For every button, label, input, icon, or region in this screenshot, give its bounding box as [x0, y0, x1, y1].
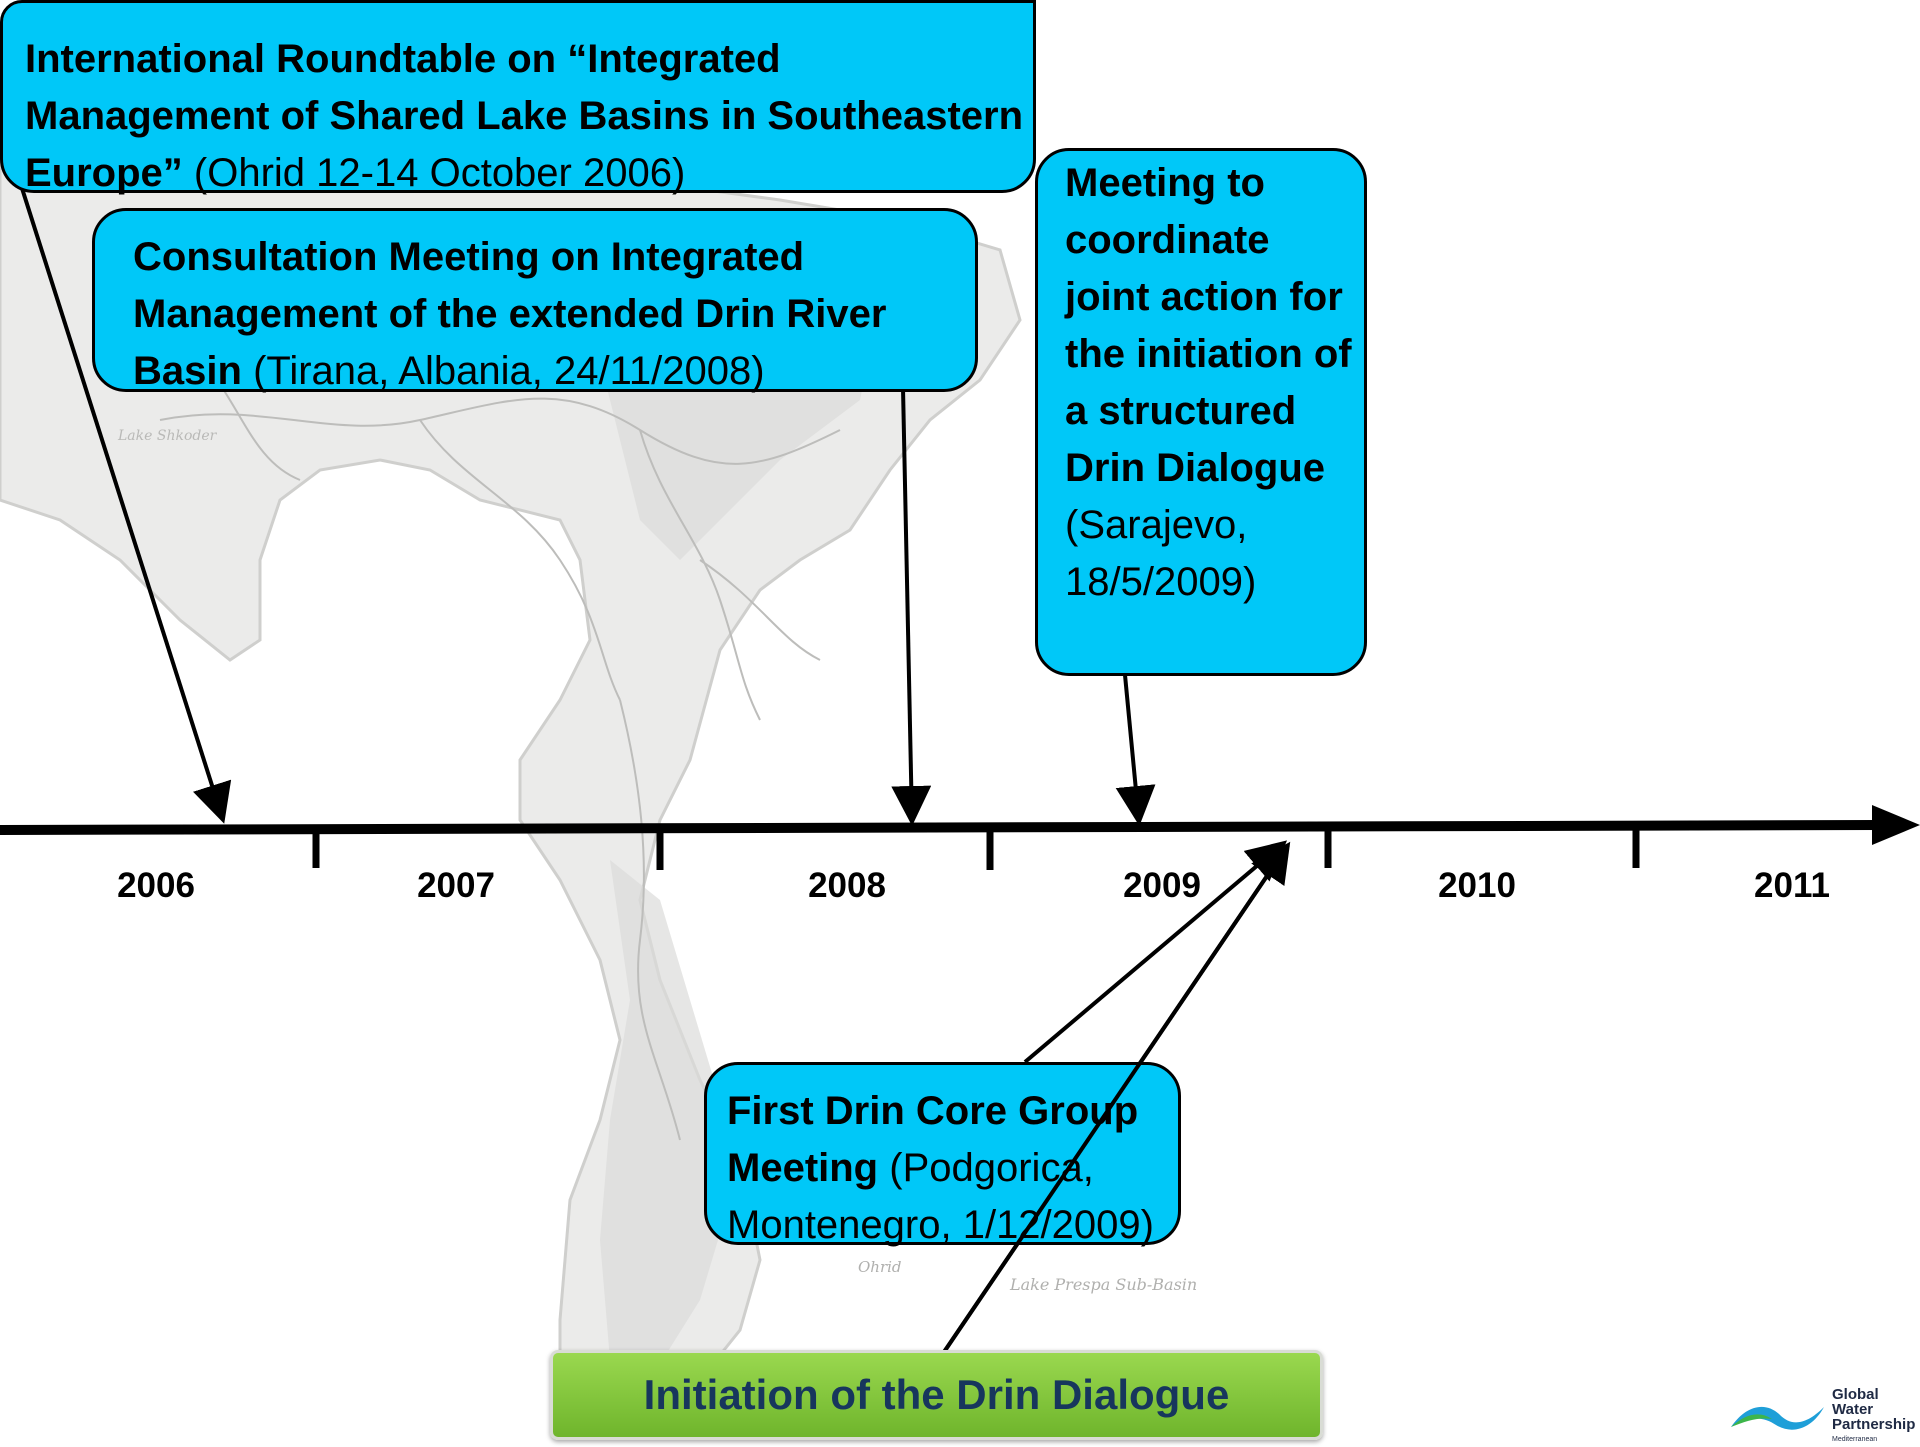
callout-title: Meeting to coordinate joint action for t… [1065, 161, 1352, 490]
map-label-lake-shkoder: Lake Shkoder [117, 428, 218, 444]
logo-line-1: Global Water [1832, 1386, 1879, 1418]
arrow-roundtable-2006 [18, 181, 232, 824]
year-label-2008: 2008 [808, 866, 886, 905]
map-label-ohrid: Ohrid [858, 1258, 902, 1276]
callout-ohrid-roundtable: International Roundtable on “Integrated … [0, 0, 1036, 195]
timeline-arrowhead [1872, 805, 1920, 845]
gwp-wave-logo-icon [1731, 1406, 1824, 1430]
callout-title: Consultation Meeting on Integrated Manag… [133, 235, 887, 393]
callout-tirana-consultation: Consultation Meeting on Integrated Manag… [92, 208, 978, 393]
gwp-logo: Global Water Partnership Mediterranean [1728, 1385, 1920, 1443]
initiation-text: Initiation of the Drin Dialogue [643, 1371, 1230, 1418]
callout-details: (Tirana, Albania, 24/11/2008) [253, 349, 765, 393]
gwp-logo-text: Global Water Partnership Mediterranean [1832, 1387, 1920, 1447]
year-label-2011: 2011 [1754, 866, 1830, 905]
initiation-drin-dialogue-label: Initiation of the Drin Dialogue [550, 1350, 1323, 1440]
map-relief-shade-south [600, 860, 730, 1380]
year-label-2010: 2010 [1438, 866, 1516, 905]
callout-title: International Roundtable on “Integrated … [25, 37, 1024, 195]
callout-details: (Ohrid 12-14 October 2006) [193, 151, 686, 195]
year-label-2006: 2006 [117, 866, 195, 905]
callout-sarajevo-meeting: Meeting to coordinate joint action for t… [1035, 148, 1367, 676]
year-label-2009: 2009 [1123, 866, 1201, 905]
year-label-2007: 2007 [417, 866, 495, 905]
logo-line-2: Partnership [1832, 1416, 1916, 1433]
callout-details: (Sarajevo, 18/5/2009) [1065, 503, 1257, 604]
arrow-tirana-2008 [891, 387, 932, 826]
arrow-sarajevo-2009 [1115, 674, 1156, 826]
timeline-axis [0, 805, 1920, 870]
callout-podgorica-core-group: First Drin Core Group Meeting (Podgorica… [704, 1062, 1181, 1247]
